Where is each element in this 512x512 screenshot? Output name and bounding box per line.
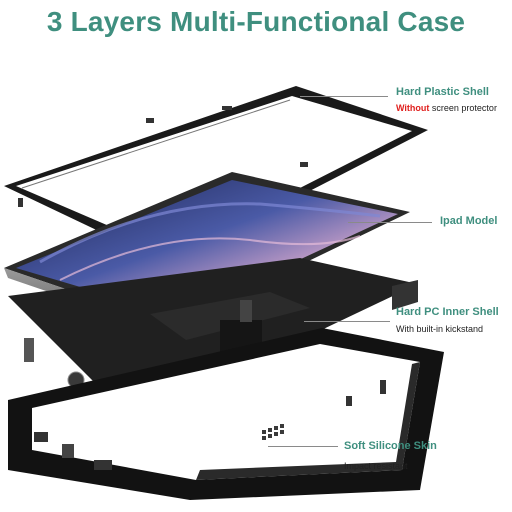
label-ipad-model: Ipad Model: [440, 215, 498, 227]
leader-line-tablet: [348, 222, 432, 223]
label-soft-silicone-skin: Soft Silicone Skin: [344, 440, 437, 452]
label-hard-plastic-shell: Hard Plastic Shell: [396, 86, 489, 98]
leader-line-shell: [300, 96, 388, 97]
desc-hard-plastic-shell: Without screen protector: [396, 103, 497, 113]
page-title: 3 Layers Multi-Functional Case: [46, 6, 466, 37]
desc-hard-pc-inner-shell: With built-in kickstand: [396, 324, 484, 334]
label-hard-pc-inner-shell: Hard PC Inner Shell: [396, 306, 499, 318]
desc-soft-silicone-skin: Impact resistant: [344, 461, 408, 471]
desc-warning: Without: [396, 103, 430, 113]
leader-line-silicone: [268, 446, 338, 447]
desc-rest: screen protector: [429, 103, 497, 113]
hard-plastic-shell-frame: [4, 86, 428, 264]
leader-line-inner-shell: [304, 321, 390, 322]
